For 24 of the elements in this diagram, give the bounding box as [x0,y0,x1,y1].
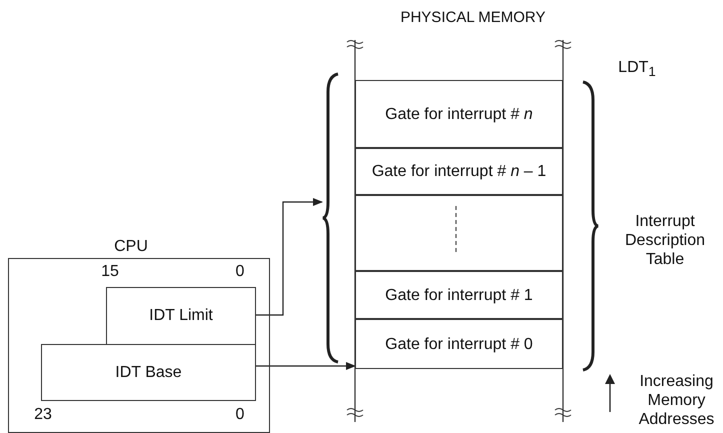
table-label: LDT$_{1}$ [617,58,657,82]
direction-note: Increasing Memory Addresses [638,372,716,429]
register-name: IDT Base [115,364,182,382]
register-name: IDT Limit [149,307,213,325]
bit-number: 23 [33,405,53,424]
entry-text: Gate for interrupt # n [385,104,533,124]
arrow [255,362,356,370]
table-entry [355,148,563,195]
bit-number: 15 [100,262,120,281]
register-box [41,344,256,401]
table-entry [355,319,563,369]
table-entry [355,195,563,271]
table-entry [355,271,563,319]
table-entry [355,80,563,148]
memory-heading: PHYSICAL MEMORY [399,8,547,27]
entry-text: Gate for interrupt # n – 1 [372,162,546,181]
register-box [106,287,256,345]
bit-number: 0 [234,405,246,424]
table-title: Interrupt Description Table [624,212,706,269]
arrow [255,198,323,316]
cpu-heading: CPU [113,237,149,256]
entry-text: Gate for interrupt # 0 [385,334,533,354]
bit-number: 0 [234,262,246,281]
entry-text: Gate for interrupt # 1 [385,286,533,304]
